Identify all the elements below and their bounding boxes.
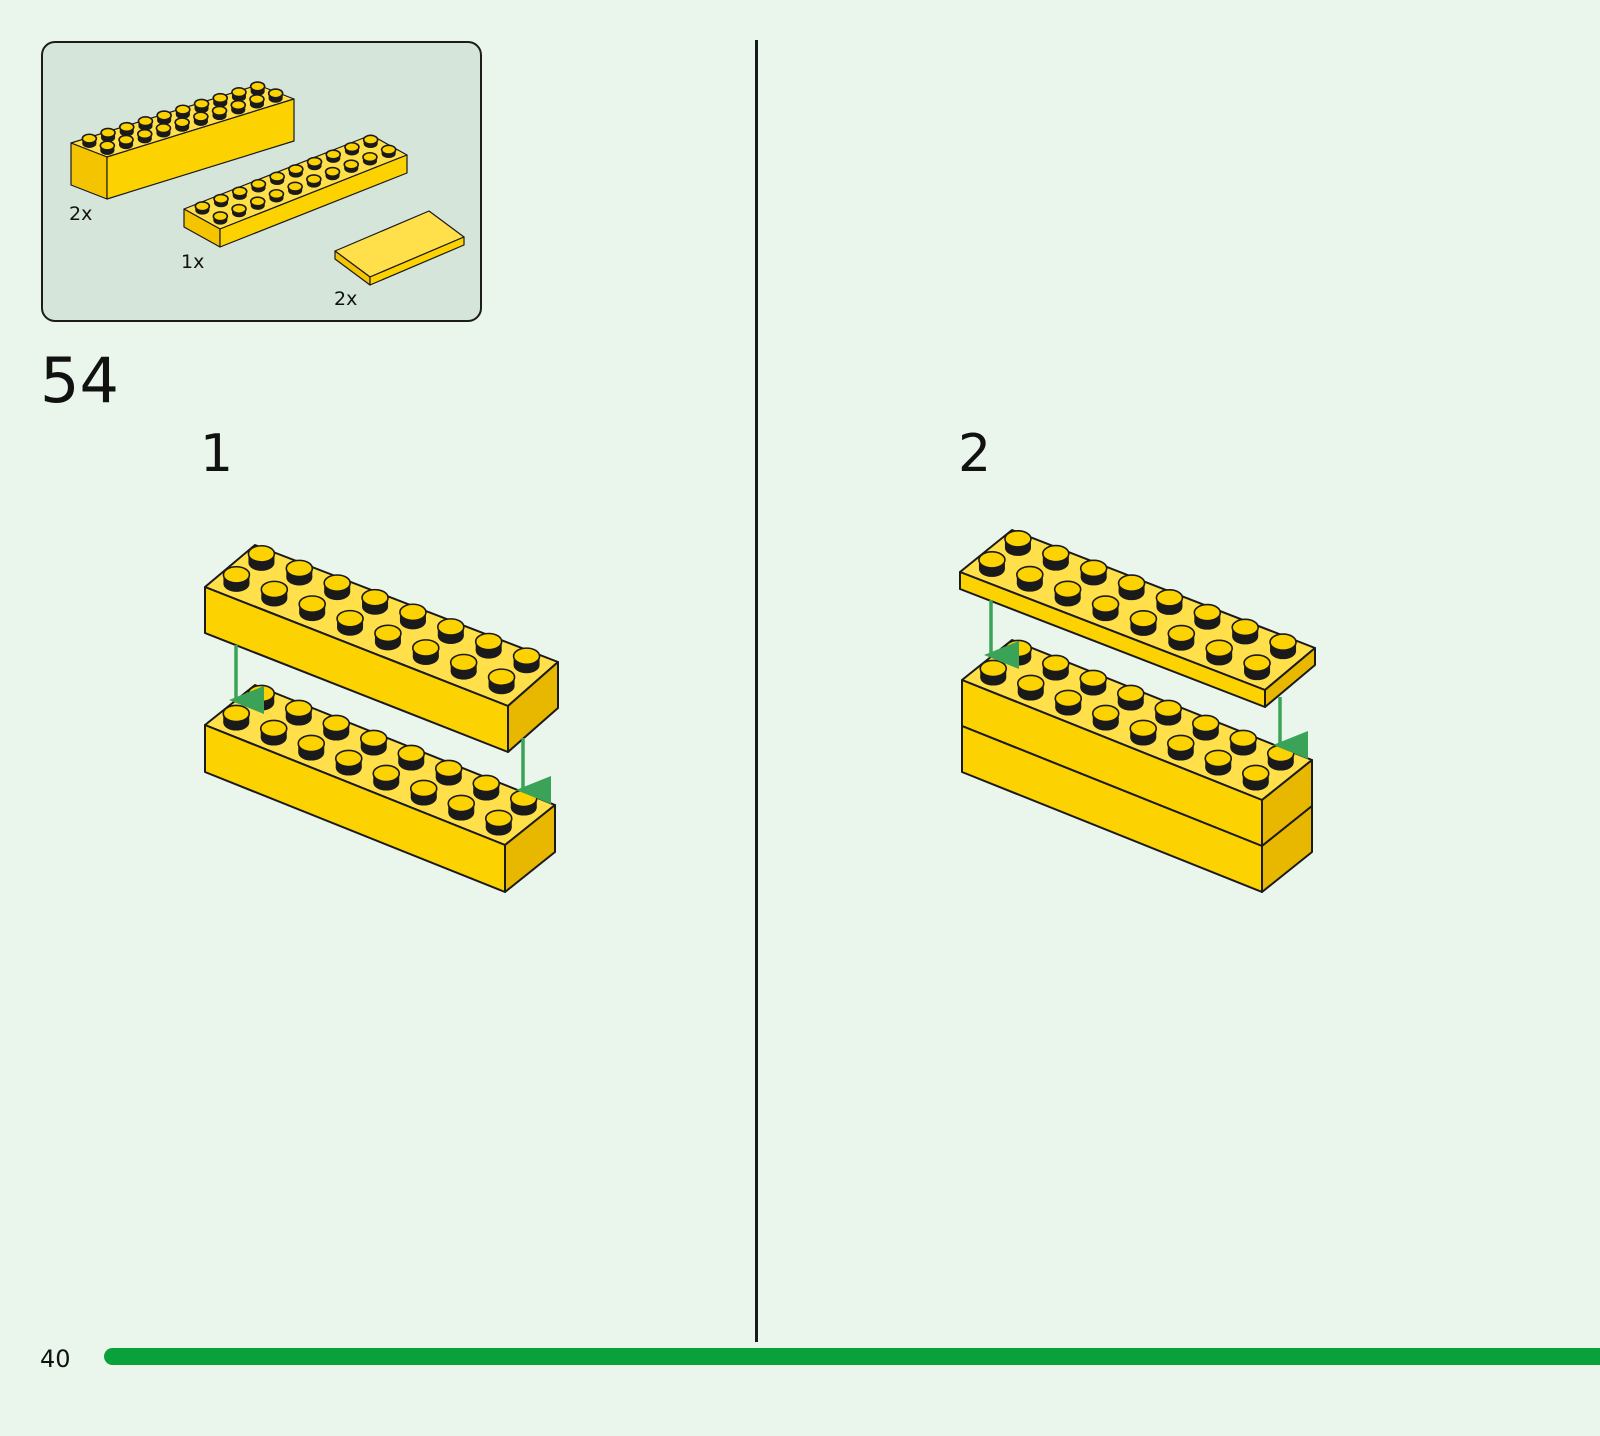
- stud-top: [223, 567, 249, 583]
- stud-top: [286, 700, 312, 716]
- stud-top: [448, 795, 474, 811]
- progress-bar: [104, 1348, 1600, 1365]
- stud-top: [1043, 546, 1069, 562]
- stud-top: [413, 640, 439, 656]
- stud-top: [514, 648, 540, 664]
- stud-top: [1232, 619, 1258, 635]
- stud-top: [1018, 675, 1044, 691]
- stud-top: [1270, 634, 1296, 650]
- stud-top: [1055, 690, 1081, 706]
- stud-top: [337, 611, 363, 627]
- stud-top: [1130, 611, 1156, 627]
- stud-top: [1168, 735, 1194, 751]
- stud-top: [1205, 750, 1231, 766]
- stud-top: [400, 604, 426, 620]
- stud-top: [1119, 575, 1145, 591]
- stud-top: [324, 575, 350, 591]
- stud-top: [373, 765, 399, 781]
- stud-top: [1081, 560, 1107, 576]
- stud-top: [411, 780, 437, 796]
- stud-top: [1156, 590, 1182, 606]
- stud-top: [1043, 655, 1069, 671]
- stud-top: [323, 715, 349, 731]
- build-illustration: [0, 0, 1600, 1340]
- stud-top: [261, 720, 287, 736]
- stud-top: [1230, 730, 1256, 746]
- stud-top: [261, 581, 287, 597]
- stud-top: [1118, 685, 1144, 701]
- stud-top: [1005, 640, 1031, 656]
- stud-top: [361, 730, 387, 746]
- stud-top: [451, 655, 477, 671]
- stud-top: [398, 745, 424, 761]
- stud-top: [362, 590, 388, 606]
- stud-top: [1268, 745, 1294, 761]
- stud-top: [336, 750, 362, 766]
- stud-top: [1206, 640, 1232, 656]
- stud-top: [1243, 765, 1269, 781]
- stud-top: [1017, 567, 1043, 583]
- stud-top: [511, 790, 537, 806]
- stud-top: [1093, 705, 1119, 721]
- stud-top: [1130, 720, 1156, 736]
- stud-top: [438, 619, 464, 635]
- stud-top: [248, 685, 274, 701]
- stud-top: [1155, 700, 1181, 716]
- stud-top: [1093, 596, 1119, 612]
- stud-top: [473, 775, 499, 791]
- stud-top: [375, 625, 401, 641]
- stud-top: [223, 705, 249, 721]
- stud-top: [979, 552, 1005, 568]
- stud-top: [1080, 670, 1106, 686]
- stud-top: [489, 669, 515, 685]
- stud-top: [1244, 655, 1270, 671]
- stud-top: [248, 546, 274, 562]
- stud-top: [486, 810, 512, 826]
- stud-top: [1005, 531, 1031, 547]
- stud-top: [1194, 605, 1220, 621]
- stud-top: [298, 735, 324, 751]
- page-number: 40: [40, 1345, 71, 1373]
- stud-top: [1055, 581, 1081, 597]
- stud-top: [286, 560, 312, 576]
- stud-top: [1168, 626, 1194, 642]
- stud-top: [980, 660, 1006, 676]
- stud-top: [436, 760, 462, 776]
- stud-top: [476, 634, 502, 650]
- stud-top: [1193, 715, 1219, 731]
- stud-top: [299, 596, 325, 612]
